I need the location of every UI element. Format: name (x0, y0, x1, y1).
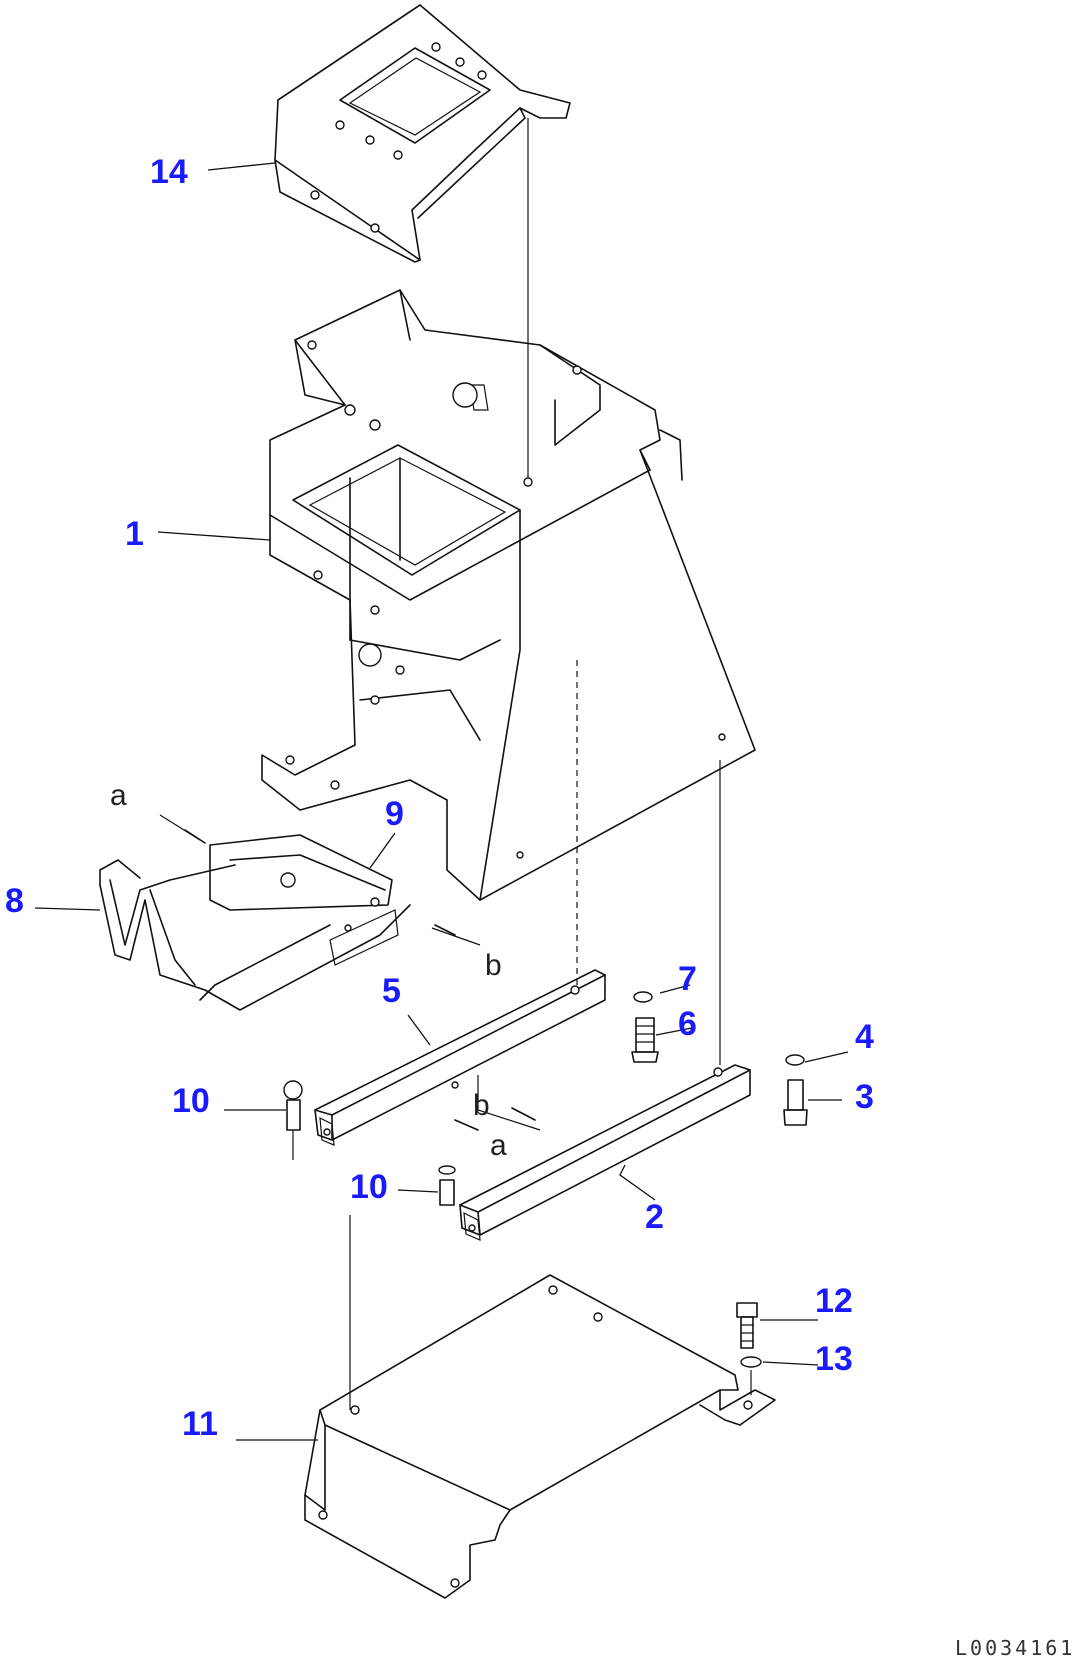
ref-a-upper: a (110, 779, 127, 812)
label-2: 2 (645, 1198, 664, 1236)
ref-a-lower: a (490, 1129, 507, 1162)
label-4: 4 (855, 1018, 874, 1056)
part-1-console-column (261, 289, 756, 901)
label-12: 12 (815, 1282, 853, 1320)
label-1: 1 (125, 515, 144, 553)
part-4-washer (785, 1054, 805, 1066)
label-14: 14 (150, 153, 188, 191)
label-10-upper: 10 (172, 1082, 210, 1120)
label-3: 3 (855, 1078, 874, 1116)
fastener-a-upper (159, 814, 206, 844)
part-10-pin-lower (438, 1165, 456, 1206)
fastener-b-lower (511, 1107, 536, 1121)
part-6-bolt (631, 1017, 659, 1063)
part-9-bracket (209, 834, 393, 911)
label-7: 7 (678, 960, 697, 998)
label-8: 8 (5, 882, 24, 920)
part-14-top-cover (274, 4, 571, 263)
rail-cross-guide (477, 1075, 541, 1131)
label-9: 9 (385, 795, 404, 833)
part-12-bolt (736, 1302, 758, 1349)
part-8-grab-handle (99, 859, 411, 1011)
part-7-washer (633, 991, 653, 1003)
part-13-washer (740, 1356, 762, 1395)
part-2-rail (459, 1064, 751, 1241)
part-10-pin-upper (283, 1080, 303, 1160)
fastener-b-upper (431, 924, 481, 946)
label-6: 6 (678, 1005, 697, 1043)
label-13: 13 (815, 1340, 853, 1378)
fastener-a-lower (454, 1119, 479, 1131)
label-5: 5 (382, 972, 401, 1010)
drawing-code: L0034161 (955, 1636, 1075, 1660)
part-11-base-plate (304, 1274, 776, 1599)
part-5-rail (314, 969, 606, 1146)
part-3-bolt (783, 1079, 808, 1126)
label-10-lower: 10 (350, 1168, 388, 1206)
ref-b-upper: b (485, 949, 502, 982)
leader-lines (34, 162, 849, 1441)
ref-b-lower: b (473, 1089, 490, 1122)
label-11: 11 (182, 1405, 218, 1443)
